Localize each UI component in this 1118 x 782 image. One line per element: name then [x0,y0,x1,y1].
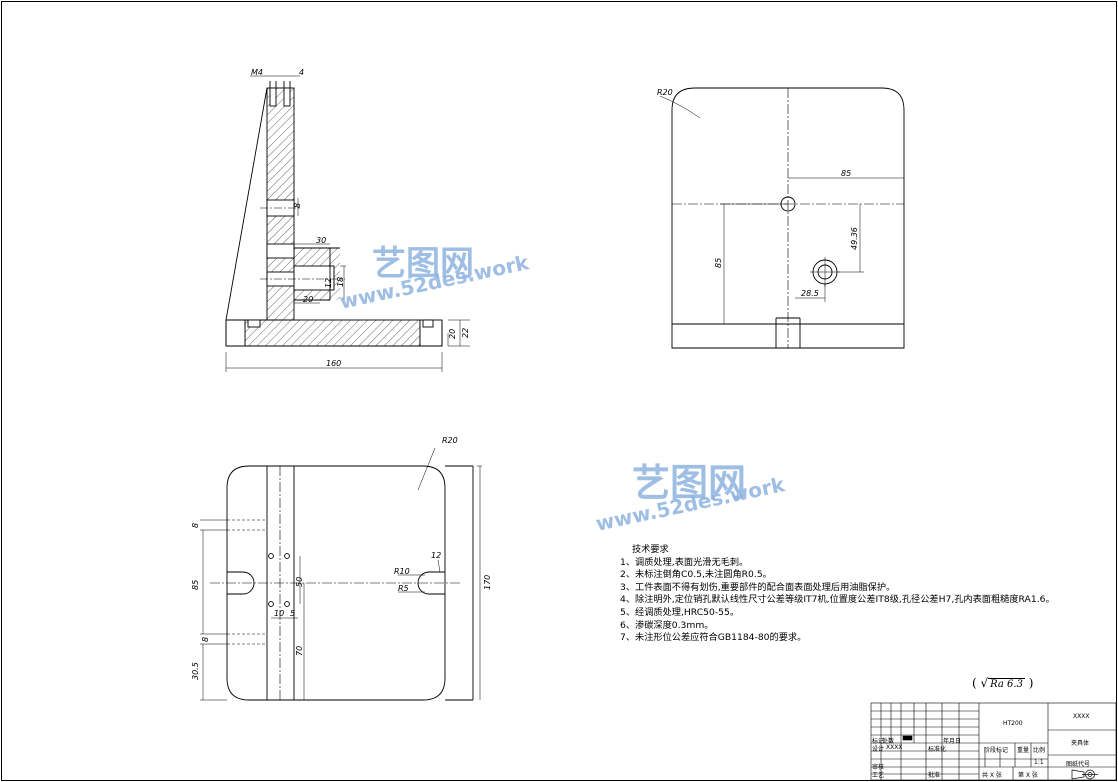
roughness-value: Ra 6.3 [988,678,1025,690]
dim-12: 12 [324,278,333,288]
dim-85-top: 85 [191,580,200,590]
requirement-item: 5、经调质处理,HRC50-55。 [620,606,740,618]
side-section-view [225,75,470,372]
requirement-item: 6、渗碳深度0.3mm。 [620,619,714,631]
requirement-item: 7、未注形位公差应符合GB1184-80的要求。 [620,632,807,644]
header-mark: 标记 [872,738,885,745]
process-label: 工艺 [872,772,885,779]
dim-r20-top: R20 [442,436,458,445]
dim-160: 160 [326,359,341,368]
dim-85-vert: 85 [714,258,723,268]
requirements-title: 技术要求 [632,544,669,555]
dim-18: 18 [336,277,345,287]
header-count: 处数 [882,738,895,745]
dim-8: 8 [293,203,302,208]
company-text: XXXX [1073,713,1090,720]
dim-22: 22 [461,328,470,338]
dim-12-top: 12 [431,551,441,560]
dim-30-5: 30.5 [191,662,200,680]
weight-label: 重量 [1017,747,1030,754]
std-label: 标准化 [928,746,947,753]
surface-roughness-symbol: ( √Ra 6.3 ) [972,676,1034,690]
dim-5: 5 [290,609,295,618]
dim-r10: R10 [394,567,410,576]
title-block [870,702,1117,781]
dim-170: 170 [483,575,492,590]
dim-r5: R5 [398,584,409,593]
dim-85-horiz: 85 [841,169,851,178]
header-date: 年月日 [943,738,962,745]
design-name: XXXX [886,744,903,751]
front-view-dimensions: R20 85 49.36 85 28.5 [657,88,859,298]
review-label: 审核 [872,764,885,771]
technical-requirements: 技术要求 1、调质处理,表面光滑无毛刺。 2、未标注倒角C0.5,未注圆角R0.… [620,544,1100,645]
side-view-dimensions: M4 4 8 30 12 18 20 20 22 160 [251,68,470,368]
requirement-item: 1、调质处理,表面光滑无毛刺。 [620,556,749,568]
part-name-text: 夹具体 [1071,740,1090,747]
dim-4: 4 [299,68,304,77]
dim-10: 10 [274,609,284,618]
material-text: HT200 [1003,720,1023,727]
dim-20-vert: 20 [448,329,457,339]
drawing-no-label: 图纸代号 [1066,761,1091,768]
dim-70: 70 [295,646,304,656]
dim-49-36: 49.36 [850,227,859,250]
sheet-number: 第 X 张 [1018,772,1038,779]
dim-28-5: 28.5 [801,289,819,298]
stage-label: 阶段标记 [984,747,1009,754]
top-view-dimensions: R20 8 85 8 30.5 50 70 10 5 R10 R5 12 170 [191,436,492,680]
front-view [659,87,905,349]
approve-label: 批准 [928,772,941,779]
dim-r20: R20 [657,88,673,97]
requirement-item: 2、未标注倒角C0.5,未注圆角R0.5。 [620,569,772,581]
dim-m4: M4 [251,68,263,77]
design-label: 设计 [872,746,885,753]
requirement-item: 3、工件表面不得有划伤,重要部件的配合面表面处理后用油脂保护。 [620,581,896,593]
requirement-item: 4、除注明外,定位销孔默认线性尺寸公差等级IT7机,位置度公差IT8级,孔径公差… [620,594,1055,606]
dim-50: 50 [295,577,304,587]
projection-symbol-icon [1071,769,1098,780]
dim-20-horiz: 20 [303,295,313,304]
dim-30: 30 [316,236,326,245]
watermark-logo-2: 艺图网 [632,461,747,505]
top-view [200,447,482,701]
dim-8-lower: 8 [201,637,210,642]
scale-label: 比例 [1033,747,1046,754]
watermark-logo-1: 艺图网 [372,244,474,284]
dim-8-upper: 8 [191,523,200,528]
sheets-total: 共 X 张 [982,772,1002,779]
scale-value: 1:1 [1034,759,1044,766]
